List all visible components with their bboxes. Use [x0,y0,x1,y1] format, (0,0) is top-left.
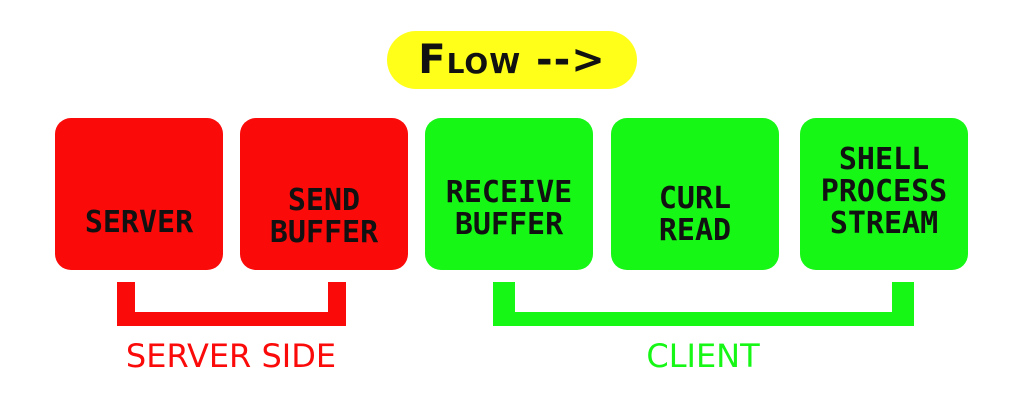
receive-buffer-box: RECEIVE BUFFER [425,118,593,270]
send-buffer-box: SEND BUFFER [240,118,408,270]
client-bracket [493,282,914,326]
curl-read-box: CURL READ [611,118,779,270]
flow-title-badge: Flow --> [387,31,637,89]
server-side-label: SERVER SIDE [125,337,337,375]
shell-process-stream-box: SHELL PROCESS STREAM [800,118,968,270]
receive-buffer-box-label: RECEIVE BUFFER [445,175,573,242]
server-side-bracket [117,282,346,326]
server-box-label: SERVER [84,205,194,240]
client-label: CLIENT [646,337,760,375]
server-box: SERVER [55,118,223,270]
curl-read-box-label: CURL READ [658,181,732,248]
flow-title: Flow --> [418,37,606,83]
shell-process-stream-box-label: SHELL PROCESS STREAM [820,142,948,241]
send-buffer-box-label: SEND BUFFER [269,183,379,250]
